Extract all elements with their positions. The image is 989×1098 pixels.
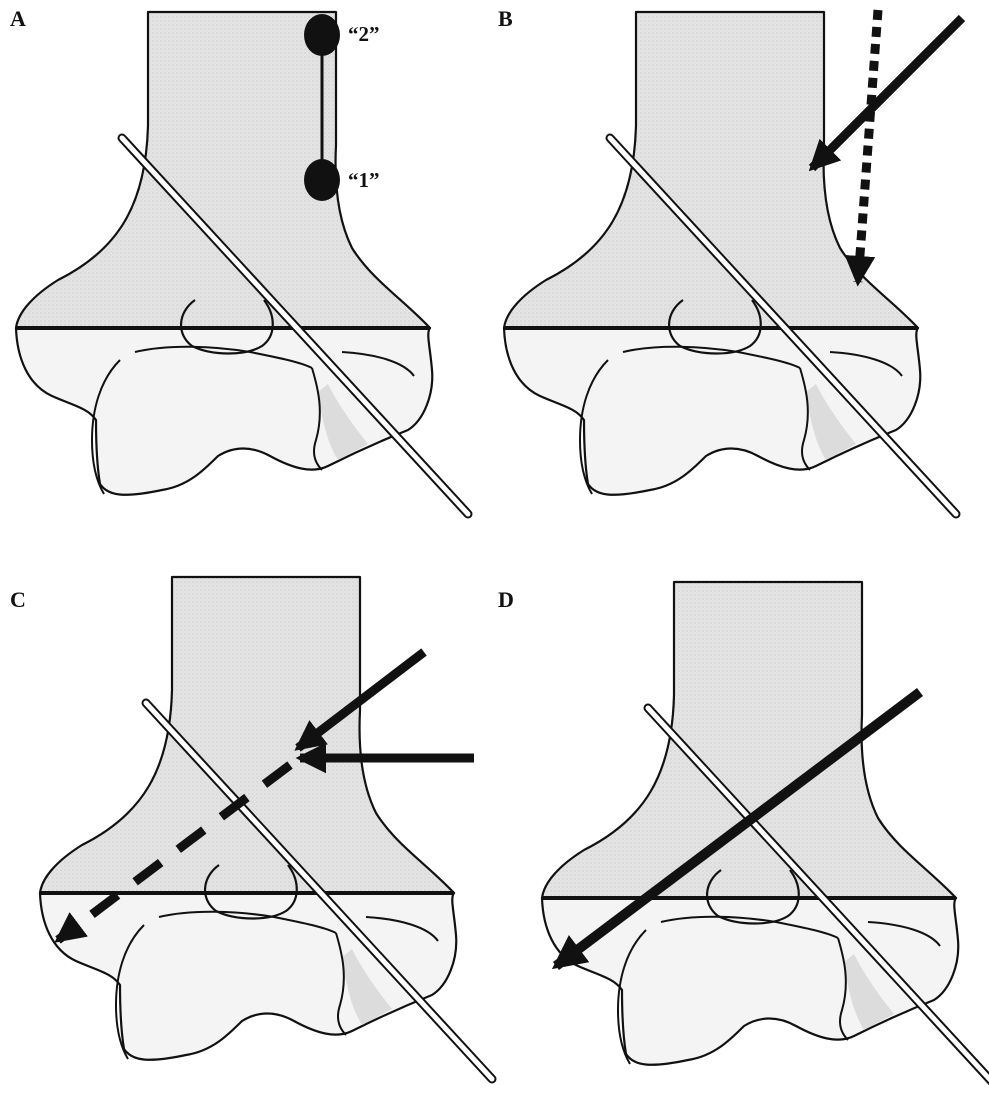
arrow-solid [812,18,962,168]
panel-label-b: B [498,8,513,30]
panel-d-bone [542,582,989,1084]
arrow-dotted [858,10,878,282]
marker-2-dot [304,14,340,56]
panel-label-c: C [10,589,26,611]
marker-1-dot [304,159,340,201]
panel-label-a: A [10,8,26,30]
marker-label-1: “1” [348,170,380,191]
panel-a-bone [16,12,468,514]
panel-label-d: D [498,589,514,611]
marker-label-2: “2” [348,24,380,45]
